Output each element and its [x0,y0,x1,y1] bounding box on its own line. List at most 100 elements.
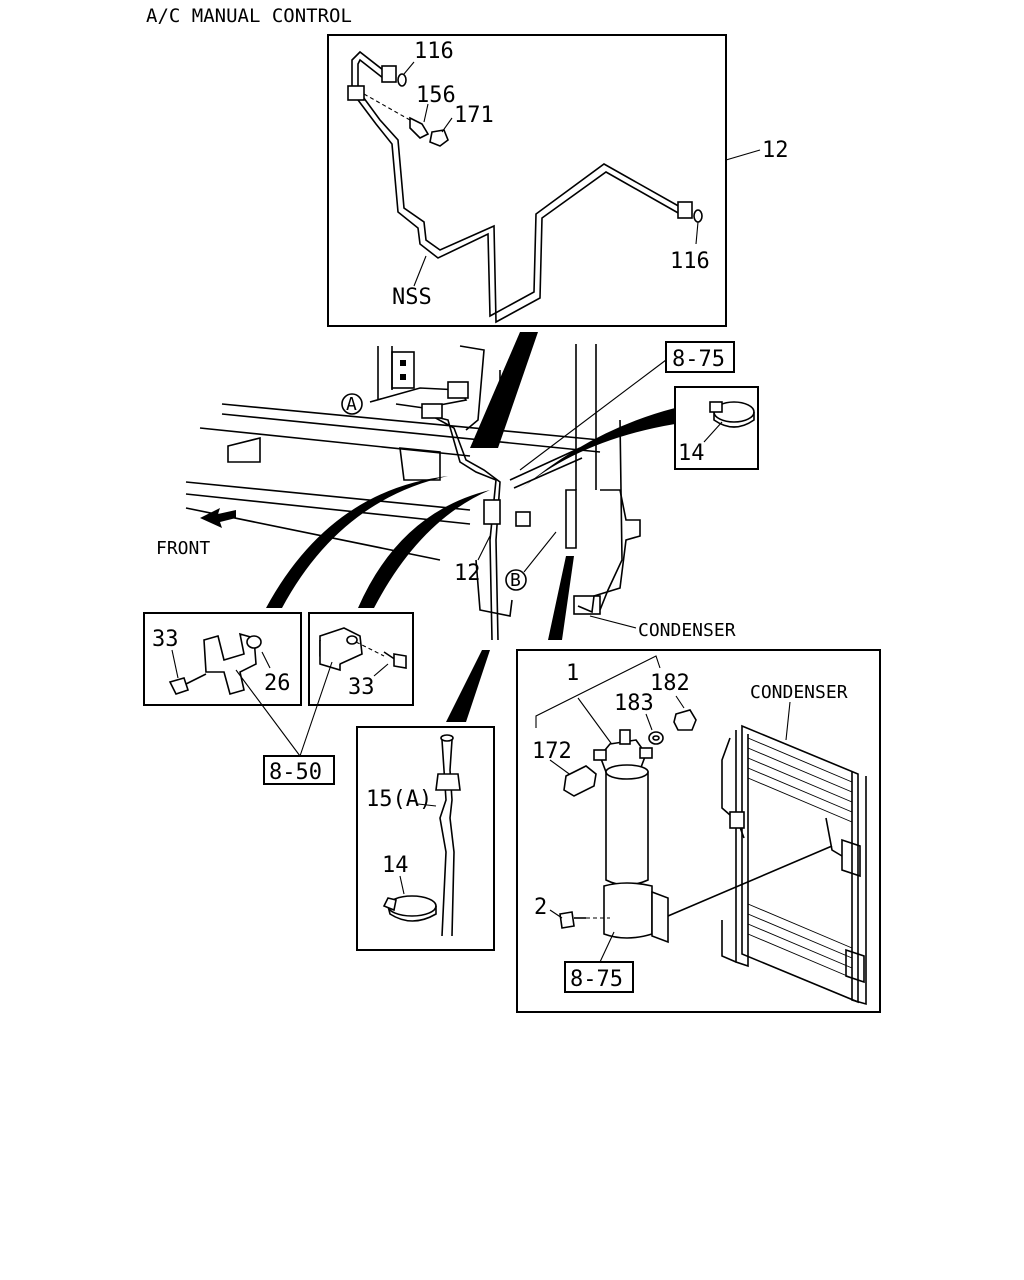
drier-port-right [639,747,653,759]
front-indicator: FRONT [156,508,236,559]
frame-bracket-left [227,436,261,463]
label-33-left: 33 [152,627,179,652]
frame-bracket-mid [399,447,441,481]
label-156: 156 [416,83,456,108]
leader-condenser-mid [589,615,637,629]
drier-port-top [619,729,631,745]
leader-14-clamp [703,421,723,443]
leader-14-lower [399,875,405,895]
callout-cone-tube [446,650,490,722]
leader-marker-b [523,531,557,573]
marker-a: A [346,394,357,415]
clamp-14-detail: 14 [674,386,759,470]
front-arrow-icon [200,508,236,528]
pipe-12-route-inner [431,415,501,641]
nut-26 [246,635,262,649]
leader-156 [423,103,429,123]
clip-body [203,632,257,695]
block-clip-hole [346,635,358,645]
label-condenser-box: CONDENSER [750,682,848,703]
clamp-14-frame [674,386,759,470]
leader-12-mid [477,535,491,561]
leader-8-75-bottom [599,931,615,963]
tube-grommet [435,773,461,791]
label-15a: 15(A) [366,787,432,812]
callout-cone-left [266,476,448,608]
leader-26 [261,651,271,669]
pipe-assembly-detail: 116 156 171 12 116 NSS [327,34,789,327]
clamp-tab [709,401,723,413]
tube-line [439,739,447,937]
bolt-axis [363,93,411,121]
leader-116-top [403,61,415,75]
nut-fitting-left [381,65,397,83]
condenser-bracket-lower [845,948,865,984]
drier-frame [516,649,881,1013]
frame-rail-2 [221,413,601,453]
label-171: 171 [454,103,494,128]
marker-b: B [510,570,521,591]
bracket-clamp [515,511,531,527]
label-182: 182 [650,671,690,696]
drier-band [603,882,653,939]
leader-33-right [373,663,389,677]
tube-15a-detail: 15(A) 14 [356,726,495,951]
o-ring-right [693,209,703,223]
label-12-mid: 12 [454,561,481,586]
pipe-detail-frame [327,34,727,327]
o-ring-left [397,73,407,87]
frame-rail-3 [199,427,471,457]
condenser-side [599,419,623,611]
label-116-top: 116 [414,39,454,64]
marker-a-circle [341,393,363,415]
condenser-bracket-right [841,838,861,878]
clamp-ring-body [713,412,755,428]
leader-183 [645,713,653,731]
leader-15a [417,803,437,807]
marker-b-circle [505,569,527,591]
label-part-1: 1 [566,661,579,686]
label-part-2: 2 [534,895,547,920]
condenser-fitting [729,811,745,829]
frame-rail-5 [185,493,471,525]
clip-detail-left: 33 26 [143,612,302,706]
tube-line-2 [449,739,455,937]
label-12-top: 12 [762,138,789,163]
condenser-pipe-right [825,817,843,857]
ref-8-75-bottom-frame [564,961,634,993]
leader-part-1 [577,697,617,751]
frame-rail-4 [185,481,471,511]
label-14-lower: 14 [382,853,409,878]
pipe-line [351,50,683,318]
bracket-hole-2 [400,374,406,380]
leader-33-left [171,649,179,679]
cap-182 [673,709,697,731]
label-116-right: 116 [670,249,710,274]
clip-detail-right: 33 [308,612,414,706]
nut-fitting-right [677,201,693,219]
hose-to-drier-1 [509,447,581,481]
vehicle-frame-area: A B 12 CONDENSER [185,344,736,641]
bolt-head-33-right [393,653,407,669]
callout-cone-top [470,332,538,448]
label-183: 183 [614,691,654,716]
receiver-drier-detail: 1 182 183 172 CONDENSER 2 8-75 [516,649,881,1013]
ref-8-50: 8-50 [269,760,322,785]
condenser-bracket [577,489,641,614]
clip-right-frame [308,612,414,706]
clamp-14-lower-body [387,905,437,922]
label-condenser-mid: CONDENSER [638,620,736,641]
leader-171 [441,117,453,133]
clamp-14-lower-tab [382,897,397,912]
sensor-172 [563,765,597,797]
label-26: 26 [264,671,291,696]
group-bracket-1 [535,655,661,728]
pipe-line-inner [357,58,681,324]
leader-8-50-left [235,669,301,757]
condenser-mount [573,595,601,615]
bracket-fitting [347,85,365,101]
ref-8-50-frame [263,755,335,785]
clamp-mid [483,499,501,525]
frame-rail-1 [221,403,601,441]
